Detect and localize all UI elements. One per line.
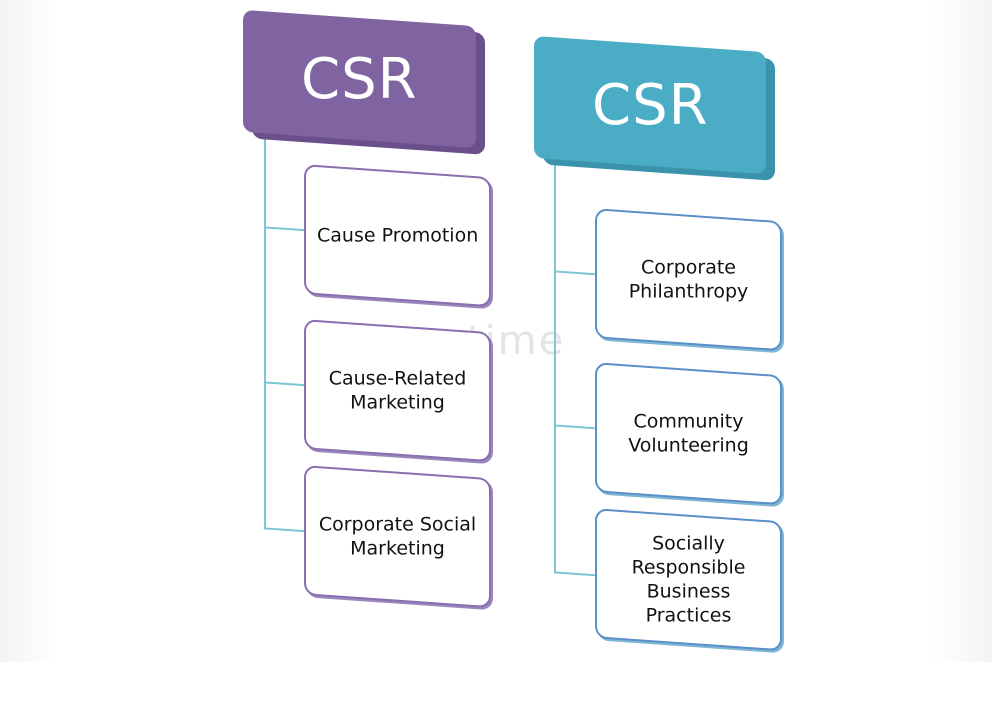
node-corporate-philanthropy: Corporate Philanthropy (595, 208, 782, 352)
right-edge-shade (932, 0, 992, 662)
right-column: CSR Corporate Philanthropy Community Vol… (534, 35, 782, 652)
node-socially-responsible-business-practices: Socially Responsible Business Practices (595, 508, 782, 652)
node-label: Corporate Philanthropy (628, 256, 749, 303)
csr-diagram: dreamstime CSR Cause Promotion Cause-Rel… (0, 0, 992, 662)
right-header-csr: CSR (534, 35, 766, 175)
node-label: Socially Responsible Business Practices (631, 532, 746, 627)
right-connector-branch-1 (554, 270, 595, 276)
right-connector-branch-2 (554, 424, 595, 430)
right-connector-vertical (554, 159, 556, 574)
node-community-volunteering: Community Volunteering (595, 362, 782, 506)
node-label: Community Volunteering (628, 410, 749, 457)
left-edge-shade (0, 0, 60, 662)
right-connector-branch-3 (554, 571, 595, 577)
right-header-label: CSR (591, 72, 709, 138)
